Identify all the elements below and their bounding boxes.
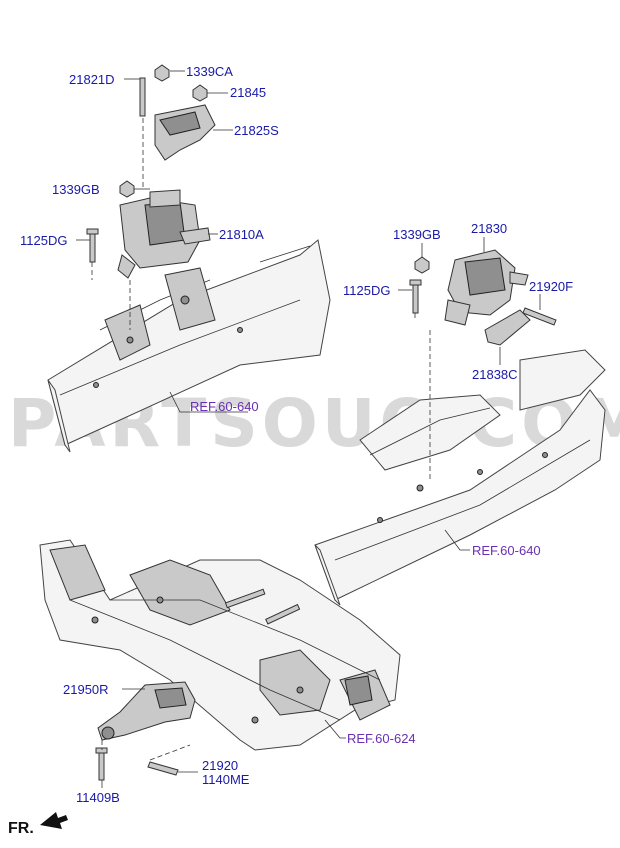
subframe-crossmember bbox=[39, 539, 401, 751]
part-label-1339GB[interactable]: 1339GB bbox=[52, 182, 100, 197]
right-frame-rail bbox=[314, 349, 606, 606]
reference-link-right[interactable]: REF.60-640 bbox=[472, 543, 541, 558]
part-label-21825S[interactable]: 21825S bbox=[234, 123, 279, 138]
bolt-11409B bbox=[98, 751, 105, 781]
bolt-21920 bbox=[147, 761, 179, 776]
engine-mount-left bbox=[117, 189, 211, 279]
bolt-1125DG-right bbox=[412, 282, 419, 314]
part-label-21920F[interactable]: 21920F bbox=[529, 279, 574, 294]
part-label-21810A[interactable]: 21810A bbox=[219, 227, 264, 242]
part-label-21830[interactable]: 21830 bbox=[471, 221, 508, 236]
roll-rod-21950R bbox=[97, 681, 196, 741]
nut-1339GB bbox=[119, 180, 135, 198]
part-label-1339GB-right[interactable]: 1339GB bbox=[393, 227, 441, 242]
part-label-1339CA[interactable]: 1339CA bbox=[186, 64, 233, 79]
reference-link-bottom[interactable]: REF.60-624 bbox=[347, 731, 416, 746]
bolt-1125DG-left bbox=[89, 231, 96, 263]
part-label-1125DG-left[interactable]: 1125DG bbox=[20, 233, 68, 248]
bolt-21920F bbox=[522, 307, 557, 326]
part-label-21920[interactable]: 21920 bbox=[202, 758, 239, 773]
front-arrow-icon bbox=[40, 812, 68, 829]
left-frame-rail bbox=[47, 239, 331, 453]
bracket-21838C bbox=[484, 309, 531, 346]
transmission-mount-right bbox=[444, 249, 529, 326]
part-label-21838C[interactable]: 21838C bbox=[472, 367, 518, 382]
part-label-1125DG-right[interactable]: 1125DG bbox=[343, 283, 391, 298]
nut-1339GB-right bbox=[414, 256, 430, 274]
part-label-11409B[interactable]: 11409B bbox=[76, 790, 120, 805]
bolt-21821D bbox=[139, 77, 146, 117]
nut-21845 bbox=[192, 84, 208, 102]
part-label-21821D[interactable]: 21821D bbox=[69, 72, 115, 87]
nut-1339CA bbox=[154, 64, 170, 82]
part-label-1140ME[interactable]: 1140ME bbox=[202, 772, 250, 787]
reference-link-left[interactable]: REF.60-640 bbox=[190, 399, 259, 414]
part-label-21845[interactable]: 21845 bbox=[230, 85, 267, 100]
bracket-21825S bbox=[154, 104, 216, 161]
front-orientation-label: FR. bbox=[8, 820, 34, 837]
part-label-21950R[interactable]: 21950R bbox=[63, 682, 109, 697]
